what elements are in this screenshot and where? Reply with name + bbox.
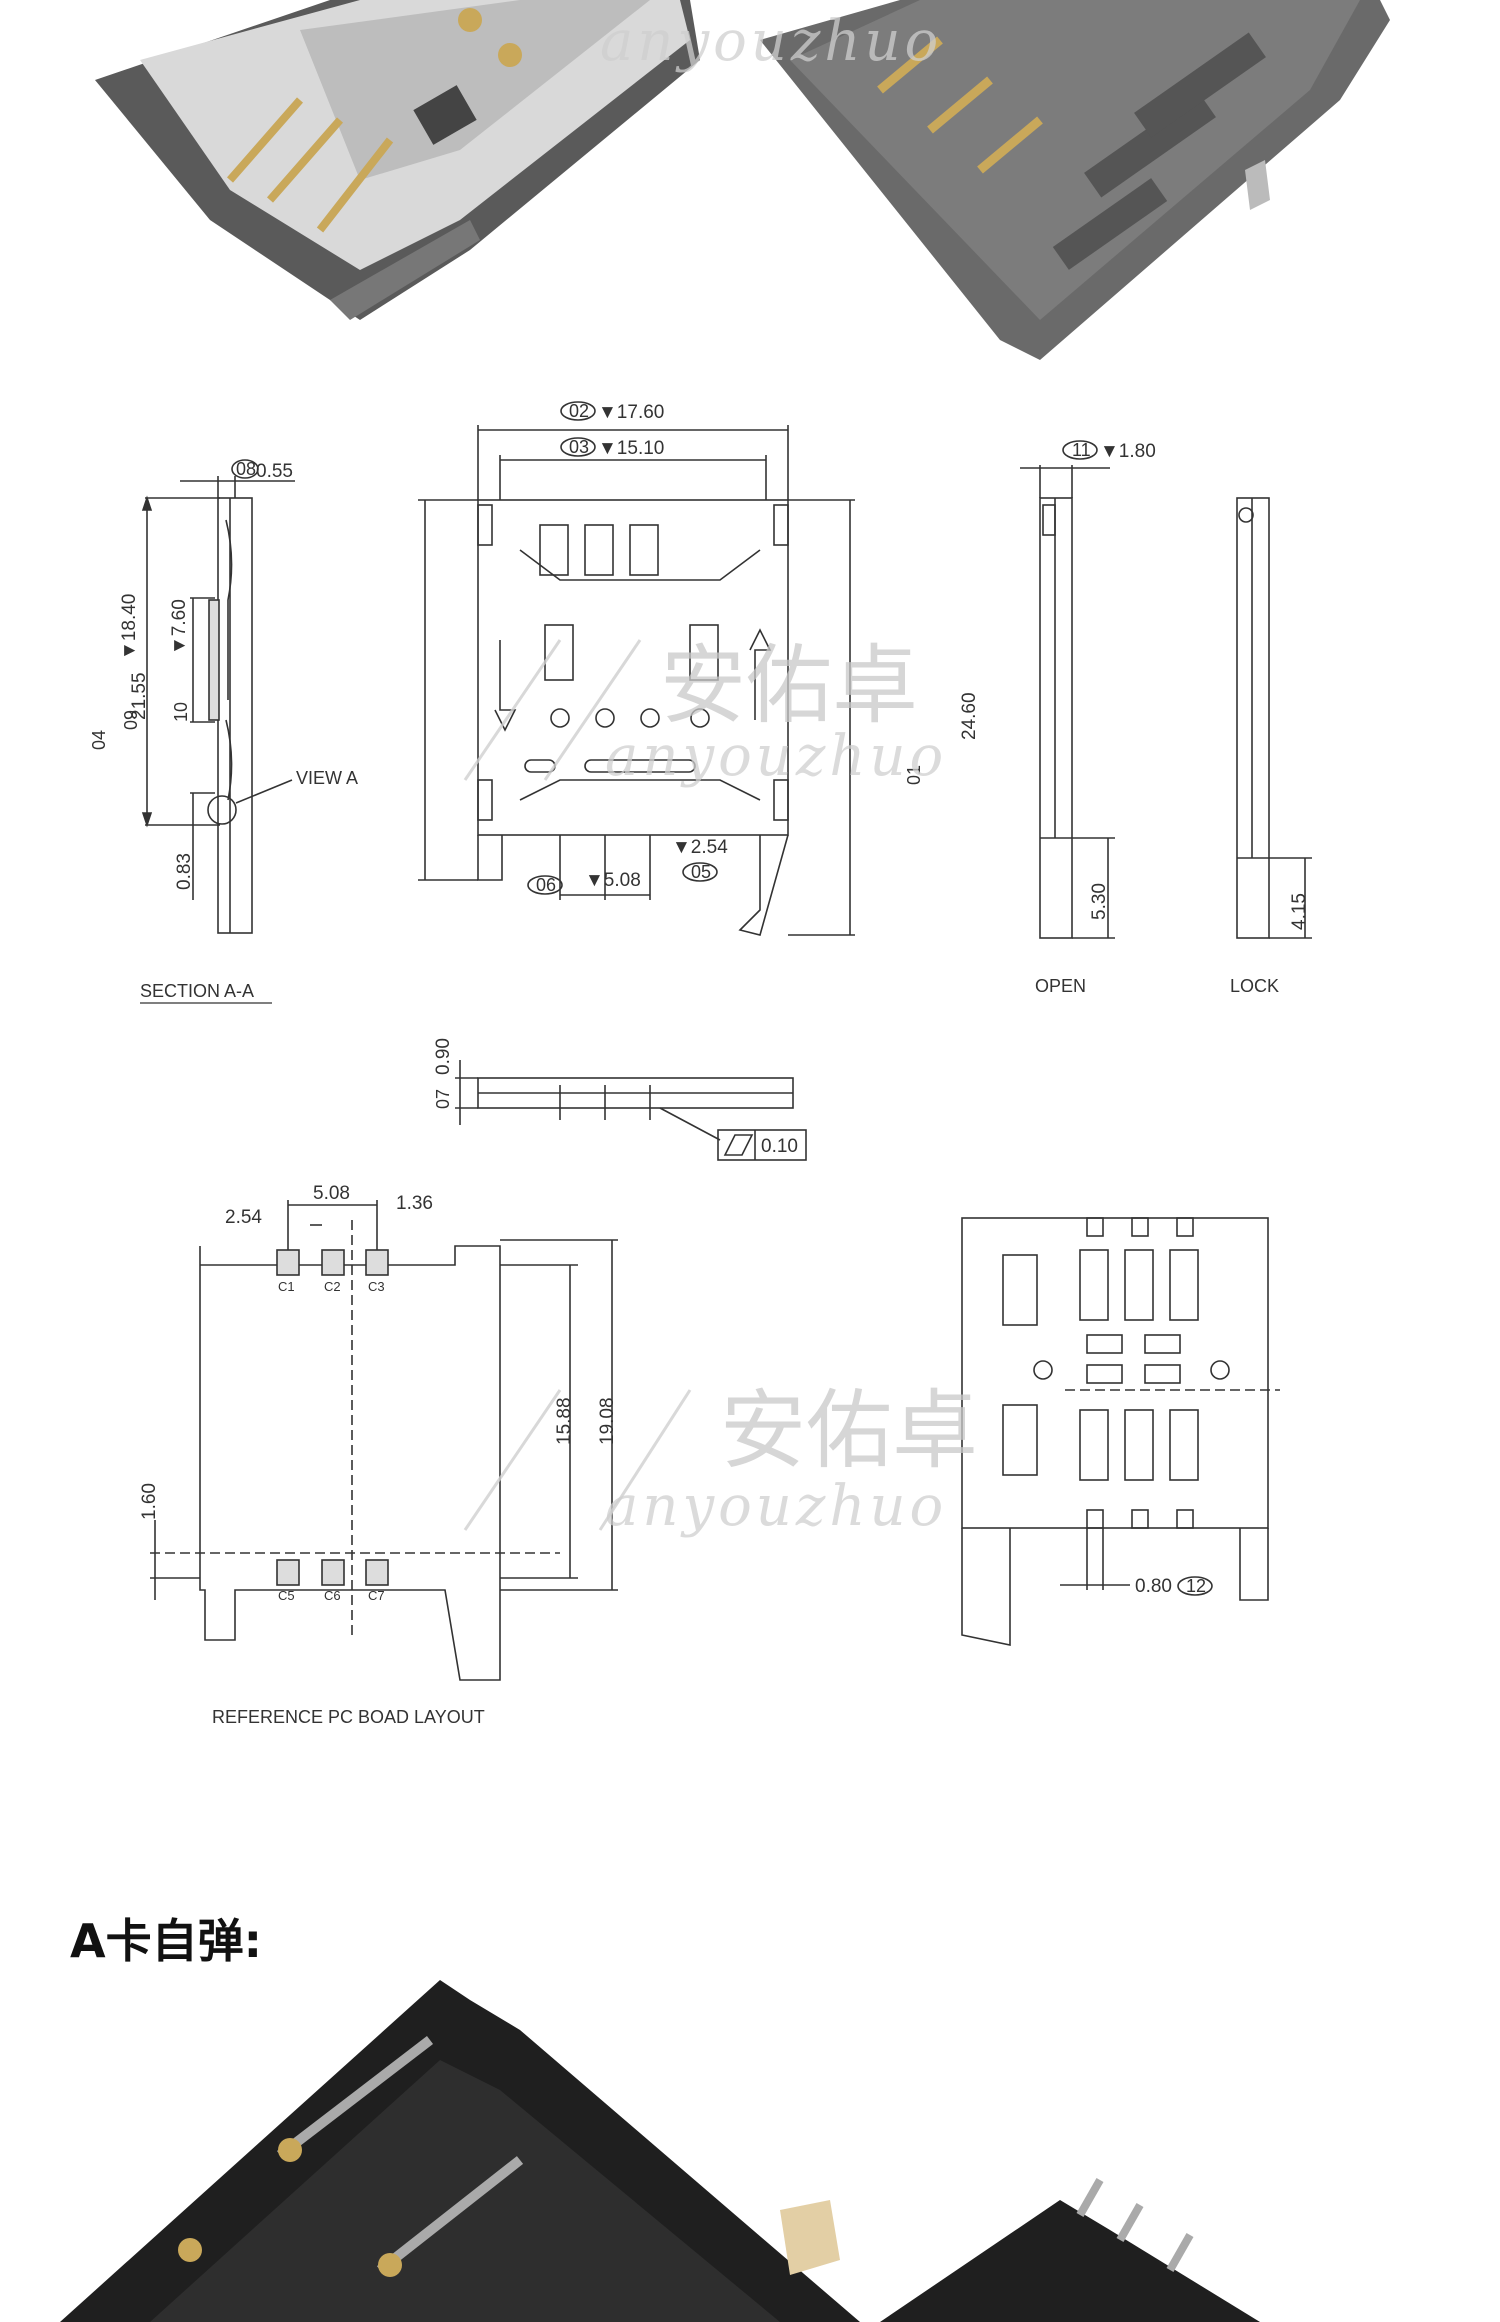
dim-15-88: 15.88 <box>554 1397 575 1445</box>
watermark-en-1: anyouzhuo <box>605 724 947 789</box>
pcb-layout <box>150 1200 618 1681</box>
dim-5-30: 5.30 <box>1089 883 1110 920</box>
pad-c3: C3 <box>368 1279 385 1294</box>
watermark-logo-1 <box>463 639 642 781</box>
dim-7-60: ▼7.60 <box>169 599 190 655</box>
view-a-label: VIEW A <box>296 768 358 788</box>
watermark-en-top: anyouzhuo <box>600 9 942 74</box>
pad-c6: C6 <box>324 1588 341 1603</box>
open-label: OPEN <box>1035 976 1086 996</box>
dim-1-80: ▼1.80 <box>1100 441 1156 462</box>
section-heading: A卡自弹: <box>70 1914 262 1968</box>
watermark-cn-2: 安佑卓 <box>720 1381 978 1481</box>
tag-06: 06 <box>536 875 556 895</box>
dim-2-54-pcb: 2.54 <box>225 1207 262 1228</box>
dim-4-15: 4.15 <box>1289 893 1310 930</box>
dim-5-08-pcb: 5.08 <box>313 1183 350 1204</box>
tag-12: 12 <box>1186 1576 1206 1596</box>
product-photo-bottom <box>0 1960 1500 2322</box>
watermark-cn-1: 安佑卓 <box>660 636 918 736</box>
dim-18-40: ▼18.40 <box>119 594 140 660</box>
dim-21-55: 21.55 <box>129 672 150 720</box>
dim-19-08: 19.08 <box>597 1397 618 1445</box>
pad-c5: C5 <box>278 1588 295 1603</box>
tag-03: 03 <box>569 437 589 457</box>
watermark-logo-2 <box>463 1389 692 1531</box>
lock-side-view <box>1236 497 1312 939</box>
top-view-dimensions <box>418 425 855 936</box>
section-aa-title: SECTION A-A <box>140 981 254 1001</box>
technical-drawing: 0.55 08 ▼18.40 09 ▼7.60 10 0.83 VIEW A S… <box>0 370 1500 1780</box>
pcb-layout-title: REFERENCE PC BOAD LAYOUT <box>212 1707 485 1727</box>
tag-09: 09 <box>121 710 141 730</box>
tag-04: 04 <box>89 730 109 750</box>
tag-02: 02 <box>569 401 589 421</box>
pad-c7: C7 <box>368 1588 385 1603</box>
dim-0-83: 0.83 <box>174 853 195 890</box>
connector-photo-black-right <box>880 2178 1260 2322</box>
dim-5-08: ▼5.08 <box>585 870 641 891</box>
dim-15-10: ▼15.10 <box>598 438 664 459</box>
front-view <box>455 1060 807 1161</box>
tag-08: 08 <box>236 459 256 479</box>
dim-2-54: ▼2.54 <box>672 837 728 858</box>
tag-10: 10 <box>171 702 191 722</box>
flatness-0-10: 0.10 <box>761 1136 798 1157</box>
top-view-outline <box>477 499 789 936</box>
bottom-view <box>961 1217 1280 1646</box>
section-aa-view <box>140 476 295 1004</box>
dim-17-60: ▼17.60 <box>598 402 664 423</box>
product-photos-top: anyouzhuo <box>0 0 1500 370</box>
dim-1-36-pcb: 1.36 <box>396 1193 433 1214</box>
dim-0-90: 0.90 <box>433 1038 454 1075</box>
pad-c2: C2 <box>324 1279 341 1294</box>
tag-07: 07 <box>433 1089 453 1109</box>
connector-photo-right <box>760 0 1390 360</box>
dim-24-60: 24.60 <box>959 692 980 740</box>
lock-label: LOCK <box>1230 976 1279 996</box>
tag-01: 01 <box>904 765 924 785</box>
dim-0-55: 0.55 <box>256 461 293 482</box>
watermark-en-2: anyouzhuo <box>605 1474 947 1539</box>
tag-11: 11 <box>1072 440 1091 460</box>
tag-05: 05 <box>691 862 711 882</box>
open-side-view <box>1020 465 1115 939</box>
dim-0-80: 0.80 <box>1135 1576 1172 1597</box>
pad-c1: C1 <box>278 1279 295 1294</box>
connector-photo-left <box>95 0 700 320</box>
connector-photo-black <box>60 1980 860 2322</box>
dim-1-60: 1.60 <box>139 1483 160 1520</box>
